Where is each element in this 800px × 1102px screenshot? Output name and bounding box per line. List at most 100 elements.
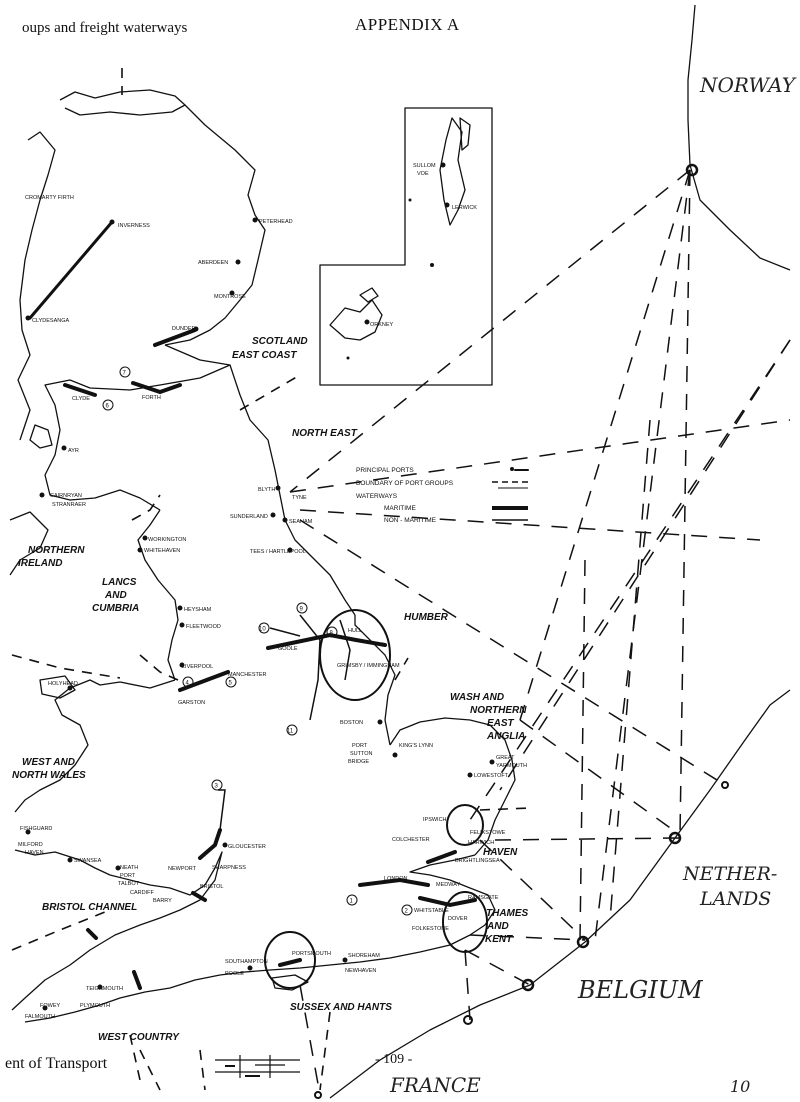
port-label: WORKINGTON — [148, 537, 186, 543]
port-label: IPSWICH — [423, 817, 447, 823]
region-haven: HAVEN — [483, 847, 518, 858]
port-label: HULL — [348, 628, 362, 634]
port-dot — [444, 202, 450, 208]
port-label: LIVERPOOL — [182, 664, 213, 670]
port-label: SOUTHAMPTON — [225, 959, 268, 965]
port-label: SUNDERLAND — [230, 514, 268, 520]
port-label: NEWPORT — [168, 866, 197, 872]
legend-principal-ports: PRINCIPAL PORTS — [356, 467, 414, 474]
region-wash-4: ANGLIA — [486, 731, 525, 742]
port-label: CLYDESANGA — [32, 318, 70, 324]
hand-netherlands-2: LANDS — [699, 888, 771, 910]
region-labels: SCOTLAND EAST COAST NORTH EAST NORTHERN … — [12, 336, 529, 1043]
appendix-title: APPENDIX A — [355, 15, 460, 34]
port-label: YARMOUTH — [496, 763, 527, 769]
handwritten-notes: NORWAY NETHER- LANDS BELGIUM FRANCE 10 — [389, 73, 797, 1097]
region-west-wales-2: NORTH WALES — [12, 770, 86, 781]
port-label: PETERHEAD — [259, 219, 293, 225]
port-label: CAIRNRYAN — [50, 493, 82, 499]
waterway-marker: 9 — [300, 607, 304, 613]
port-label: TALBOT — [118, 881, 140, 887]
port-label: LERWICK — [452, 205, 477, 211]
port-label: MEDWAY — [436, 882, 460, 888]
port-label: SULLOM — [413, 163, 436, 169]
hand-france: FRANCE — [389, 1073, 481, 1097]
port-label: GLOUCESTER — [228, 844, 266, 850]
port-label: WHITSTABLE — [414, 908, 449, 914]
legend-maritime: MARITIME — [384, 505, 416, 512]
port-label: BARRY — [153, 898, 172, 904]
port-label: PORT — [352, 743, 368, 749]
hand-norway: NORWAY — [699, 73, 797, 97]
waterway-markers: 1 2 3 4 5 6 7 8 9 10 11 — [102, 366, 413, 916]
region-north-east: NORTH EAST — [292, 428, 358, 439]
port-label: TYNE — [292, 495, 307, 501]
port-label: DOVER — [448, 916, 468, 922]
port-dot — [364, 319, 370, 325]
port-label: BLYTH — [258, 487, 275, 493]
scale-bar — [215, 1055, 300, 1078]
waterway-marker: 1 — [350, 899, 354, 905]
port-label: MONTROSE — [214, 294, 246, 300]
port-label: KING'S LYNN — [399, 743, 433, 749]
region-scotland-east-coast: EAST COAST — [232, 350, 297, 361]
inset-map — [319, 107, 493, 386]
port-label: FLEETWOOD — [186, 624, 221, 630]
waterway-marker: 3 — [215, 784, 219, 790]
port-label: HEYSHAM — [184, 607, 212, 613]
region-northern-ireland-2: IRELAND — [18, 558, 62, 569]
port-label: ABERDEEN — [198, 260, 228, 266]
waterway-marker: 4 — [186, 681, 190, 687]
region-lancs-2: AND — [104, 590, 127, 601]
port-label: GREAT — [496, 755, 515, 761]
port-dot — [440, 162, 446, 168]
port-label: CROMARTY FIRTH — [25, 195, 74, 201]
region-humber: HUMBER — [404, 612, 449, 623]
port-label: INVERNESS — [118, 223, 150, 229]
port-label: MANCHESTER — [228, 672, 267, 678]
port-label: GARSTON — [178, 700, 205, 706]
port-label: BRIGHTLINGSEA — [455, 858, 500, 864]
port-label: FORTH — [142, 395, 161, 401]
region-thames-3: KENT — [485, 934, 513, 945]
hand-netherlands-1: NETHER- — [682, 863, 777, 885]
legend-non-maritime: NON - MARITIME — [384, 517, 437, 524]
port-label: GOOLE — [278, 646, 298, 652]
port-label: BOSTON — [340, 720, 363, 726]
waterway-marker: 8 — [330, 631, 334, 637]
port-label: BRIDGE — [348, 759, 369, 765]
port-label: SWANSEA — [74, 858, 102, 864]
legend-waterways: WATERWAYS — [356, 493, 398, 500]
port-label: SHARPNESS — [212, 865, 246, 871]
waterway-marker: 2 — [405, 909, 409, 915]
port-label: HOLYHEAD — [48, 681, 78, 687]
region-bristol-channel: BRISTOL CHANNEL — [42, 902, 137, 913]
header-title: oups and freight waterways — [22, 20, 188, 36]
footer-source: ent of Transport — [5, 1055, 108, 1072]
region-lancs-1: LANCS — [102, 577, 137, 588]
port-label: GRIMSBY / IMMINGHAM — [337, 663, 400, 669]
port-label: CLYDE — [72, 396, 90, 402]
port-group-circles — [264, 609, 488, 989]
port-label: PORT — [120, 873, 136, 879]
waterway-marker: 6 — [106, 404, 110, 410]
port-label: STRANRAER — [52, 502, 86, 508]
port-label: SUTTON — [350, 751, 373, 757]
port-label: FISHGUARD — [20, 826, 52, 832]
port-label: CARDIFF — [130, 890, 154, 896]
port-label: LOWESTOFT — [474, 773, 509, 779]
port-label: FOLKESTONE — [412, 926, 449, 932]
region-thames-1: THAMES — [486, 908, 529, 919]
region-west-wales-1: WEST AND — [22, 757, 75, 768]
region-wash-1: WASH AND — [450, 692, 504, 703]
region-wash-3: EAST — [487, 718, 515, 729]
port-label: PLYMOUTH — [80, 1003, 110, 1009]
region-sussex: SUSSEX AND HANTS — [290, 1002, 392, 1013]
port-label: HAVEN — [25, 850, 44, 856]
port-label: FELIXSTOWE — [470, 830, 506, 836]
hand-page-mark: 10 — [730, 1077, 750, 1096]
continental-ports — [314, 163, 729, 1099]
port-label: MILFORD — [18, 842, 43, 848]
region-thames-2: AND — [486, 921, 509, 932]
